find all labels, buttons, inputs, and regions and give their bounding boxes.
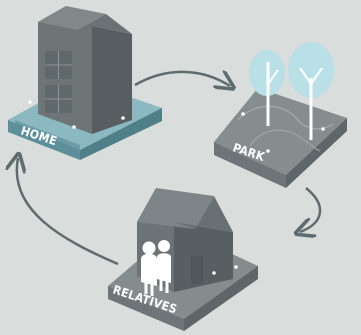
people-icon: [141, 240, 171, 296]
home-building: [38, 6, 132, 134]
arrow-park-to-relatives: [300, 187, 322, 232]
home-node: HOME: [8, 6, 162, 160]
arrow-relatives-to-home: [17, 158, 119, 266]
relatives-platform-right: [184, 266, 258, 331]
tree-right: [288, 42, 334, 140]
tree-left: [249, 50, 285, 126]
relatives-house-side: [174, 222, 233, 292]
relatives-platform-left: [108, 286, 184, 331]
relatives-door: [191, 256, 203, 284]
park-platform-right: [286, 118, 347, 188]
park-node: PARK: [214, 42, 347, 188]
house-side: [92, 26, 132, 134]
arrow-home-to-park: [134, 72, 230, 86]
home-platform-right: [80, 108, 162, 160]
park-platform-top: [214, 88, 347, 175]
house-roof: [38, 6, 106, 30]
relatives-house-roof-side: [174, 196, 233, 232]
relatives-node: RELATIVES: [108, 188, 258, 331]
park-platform-left: [214, 142, 286, 188]
relatives-house-roof: [137, 188, 214, 229]
house-roof-side: [78, 14, 132, 34]
